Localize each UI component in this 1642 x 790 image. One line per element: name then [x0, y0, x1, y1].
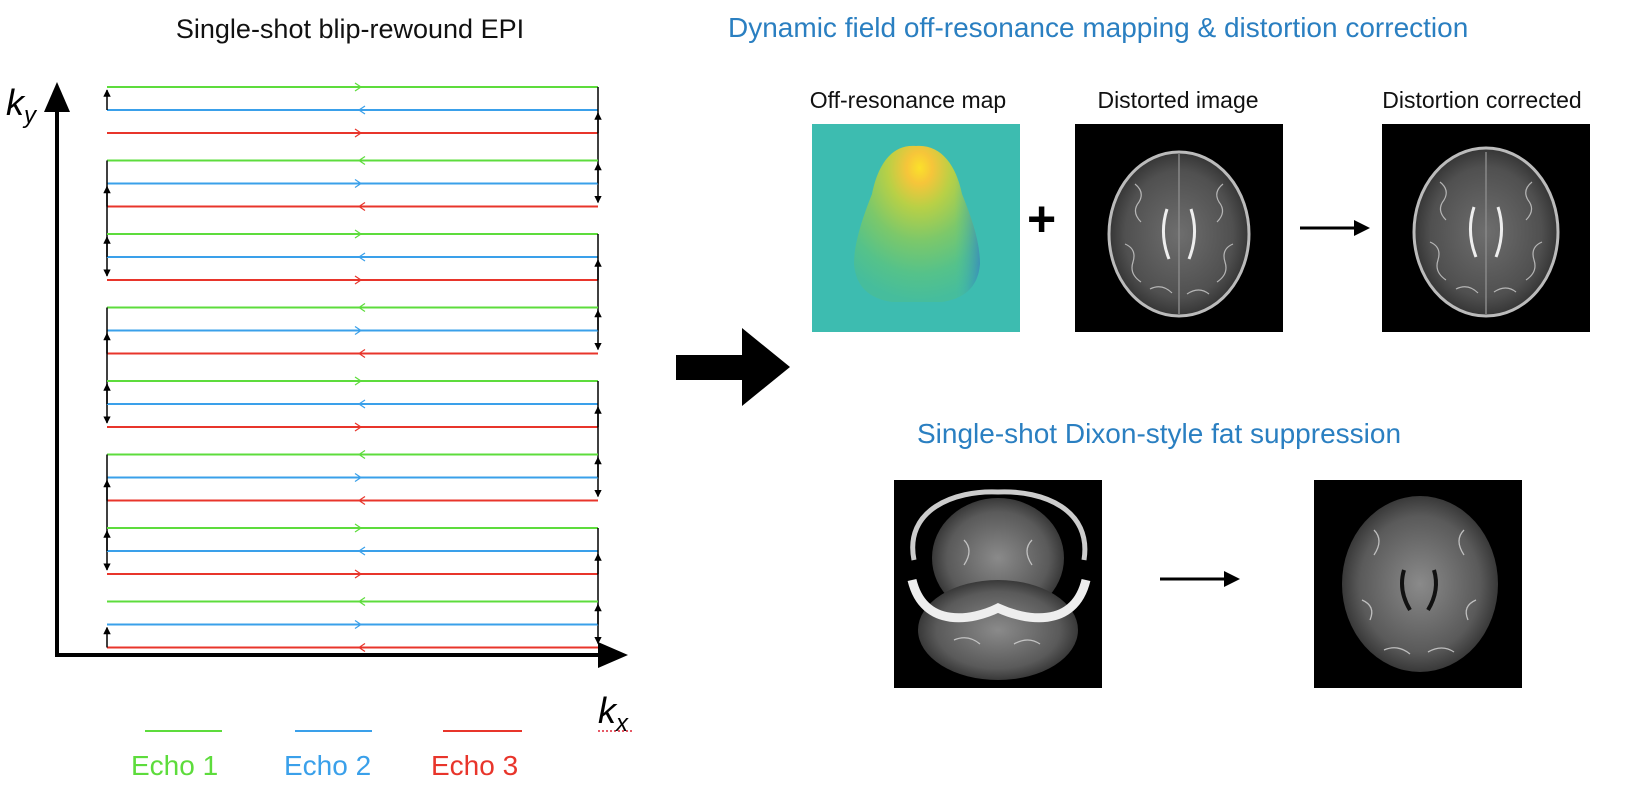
legend-label-echo2: Echo 2: [284, 750, 372, 781]
trajectory-direction-icon: [357, 643, 366, 652]
trajectory-direction-icon: [354, 275, 363, 285]
trajectory-direction-icon: [357, 303, 366, 312]
offresonance-map-image: [812, 124, 1020, 332]
kx-axis-arrowhead: [598, 642, 628, 668]
kspace-trajectory-diagram: [44, 82, 634, 732]
trajectory-direction-icon: [357, 252, 366, 262]
fat-suppressed-image: [1314, 480, 1522, 688]
trajectory-direction-icon: [354, 620, 363, 629]
trajectory-direction-icon: [357, 597, 366, 606]
distorted-image-label: Distorted image: [1097, 87, 1259, 113]
kx-subscript: x: [616, 710, 628, 737]
kx-letter: k: [598, 690, 616, 731]
trajectory-direction-icon: [354, 376, 363, 386]
trajectory-direction-icon: [357, 349, 366, 358]
trajectory-direction-icon: [354, 82, 363, 92]
distortion-title: Dynamic field off-resonance mapping & di…: [728, 12, 1469, 43]
kx-axis-label: kx: [598, 690, 628, 737]
fat-uncorrected-image: [894, 480, 1102, 688]
trajectory-direction-icon: [354, 422, 363, 432]
ky-axis-label: ky: [6, 82, 36, 129]
trajectory-direction-icon: [357, 202, 366, 211]
trajectory-direction-icon: [354, 179, 363, 188]
epi-title: Single-shot blip-rewound EPI: [175, 14, 525, 44]
ky-subscript: y: [24, 102, 36, 129]
trajectory-direction-icon: [357, 450, 366, 459]
fat-suppression-title: Single-shot Dixon-style fat suppression: [917, 418, 1402, 449]
trajectory-direction-icon: [354, 473, 363, 482]
trajectory-direction-icon: [357, 496, 366, 505]
trajectory-direction-icon: [354, 229, 363, 239]
trajectory-direction-icon: [357, 105, 366, 115]
legend-label-echo3: Echo 3: [431, 750, 519, 781]
offres-map-label: Off-resonance map: [809, 87, 1007, 113]
ky-letter: k: [6, 82, 24, 123]
ky-axis-arrowhead: [44, 82, 70, 112]
distorted-brain-image: [1075, 124, 1283, 332]
trajectory-direction-icon: [354, 326, 363, 335]
trajectory-direction-icon: [354, 523, 363, 533]
trajectory-direction-icon: [354, 569, 363, 579]
trajectory-direction-icon: [357, 546, 366, 556]
trajectory-direction-icon: [357, 399, 366, 409]
trajectory-direction-icon: [354, 128, 363, 138]
corrected-brain-image: [1382, 124, 1590, 332]
plus-icon: +: [1027, 191, 1057, 247]
legend-label-echo1: Echo 1: [131, 750, 219, 781]
trajectory-direction-icon: [357, 156, 366, 165]
corrected-image-label: Distortion corrected: [1382, 87, 1582, 113]
